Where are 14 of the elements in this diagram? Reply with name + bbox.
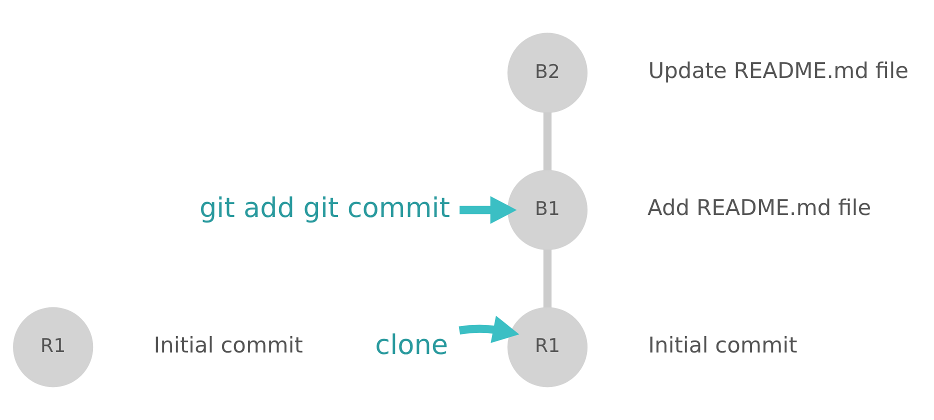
- node-text: git add git commit: [199, 192, 450, 224]
- node-circle: B2: [507, 32, 588, 113]
- node-circle: B1: [507, 170, 588, 250]
- connector: [543, 250, 552, 308]
- node-circle: R1: [507, 307, 588, 388]
- arrow: [460, 196, 517, 224]
- node-label: Initial commit: [154, 333, 303, 358]
- node-text: clone: [375, 330, 448, 361]
- node-circle: R1: [13, 307, 94, 388]
- arrow: [458, 316, 520, 343]
- node-label: Initial commit: [648, 333, 798, 358]
- node-label: Add README.md file: [648, 196, 872, 222]
- node-label: Update README.md file: [648, 58, 908, 84]
- connector: [543, 112, 552, 170]
